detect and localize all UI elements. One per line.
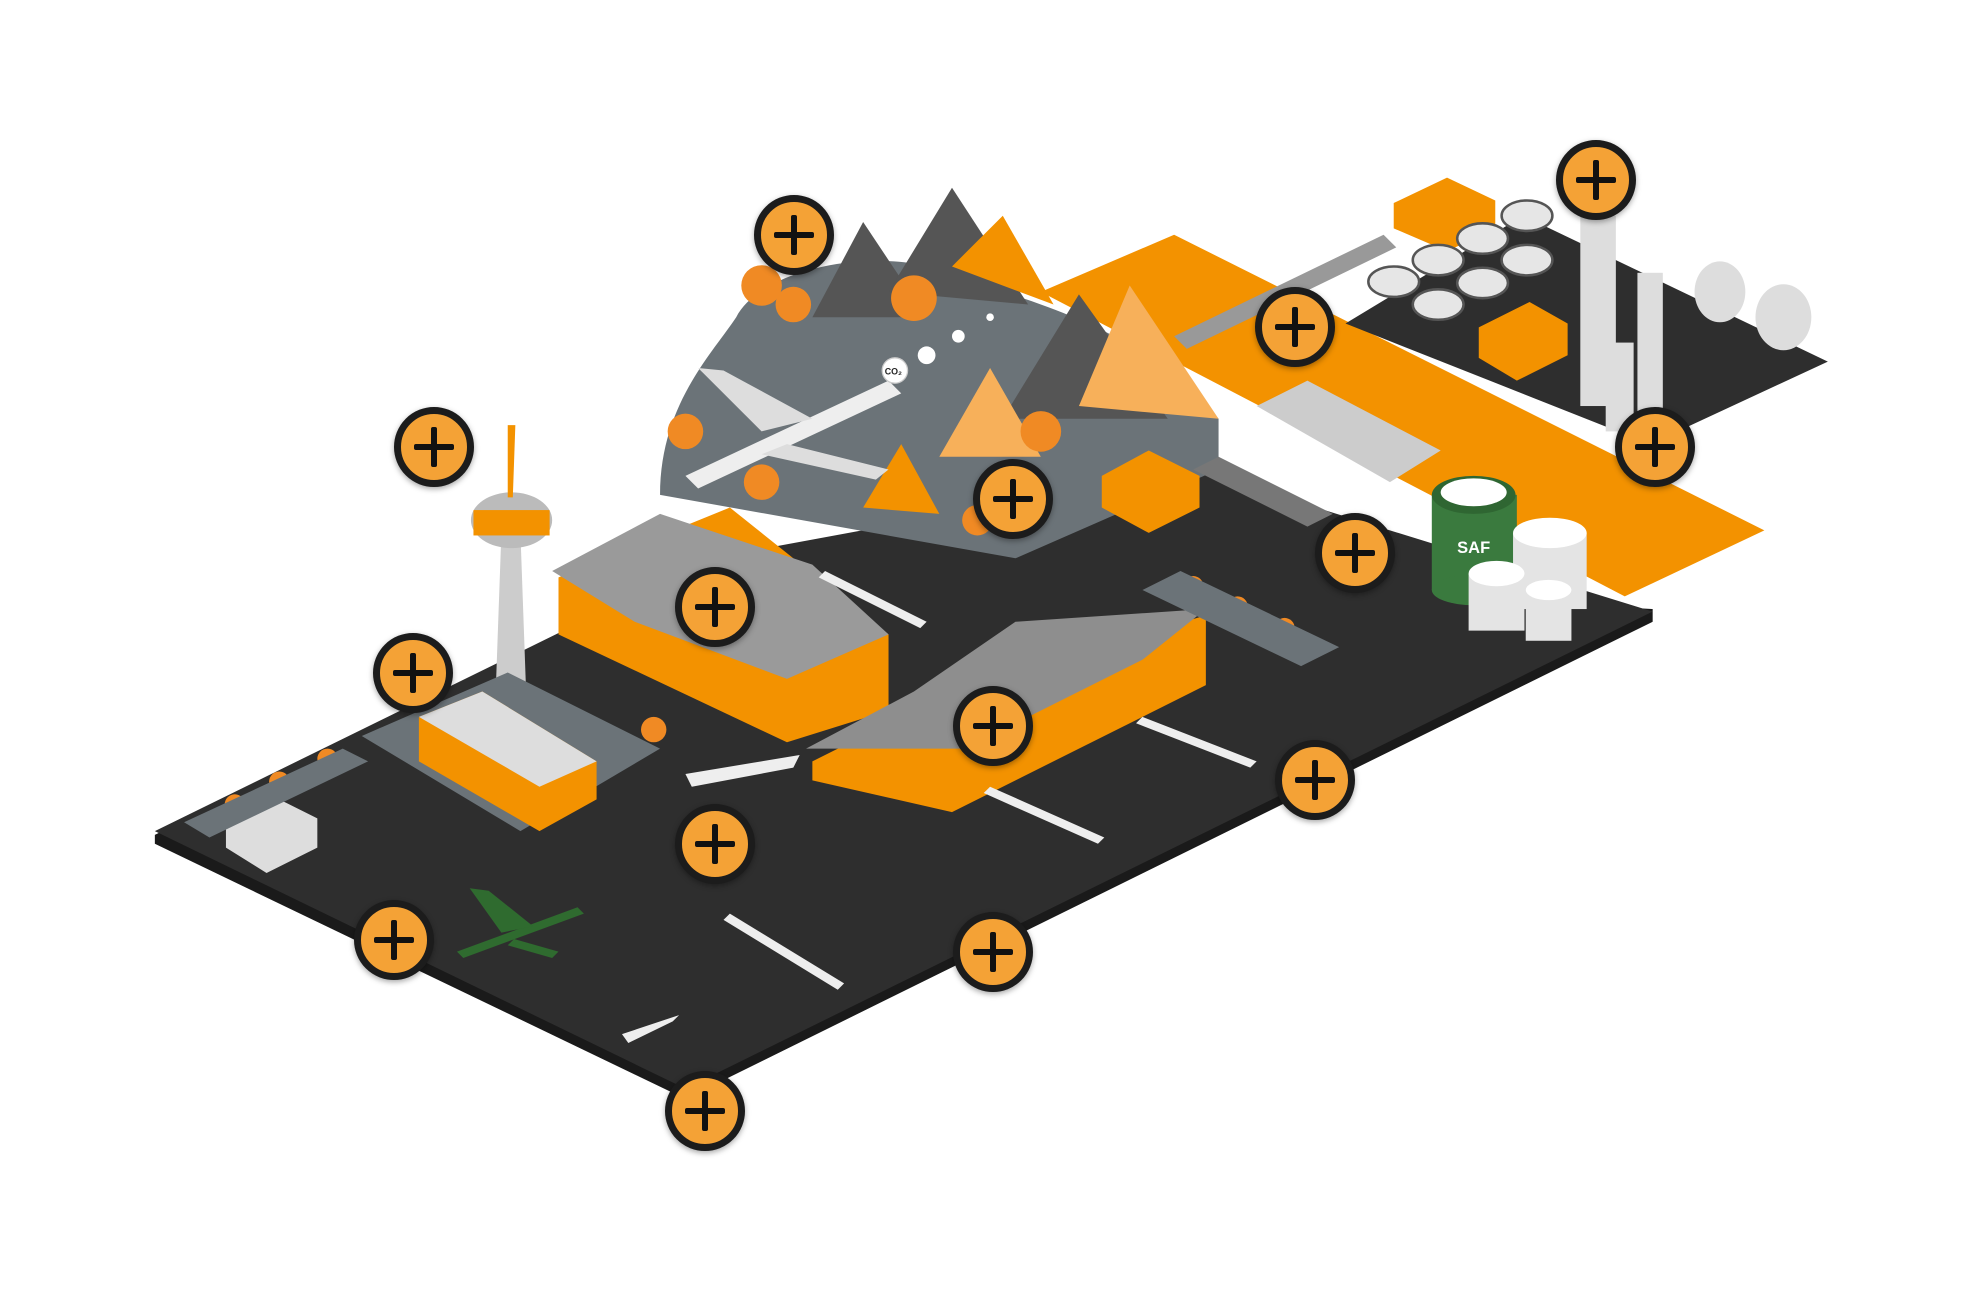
hotspot-taxiway[interactable]	[953, 912, 1033, 992]
flying-airplane	[685, 367, 902, 489]
storage-tanks	[1367, 199, 1554, 322]
plus-icon	[1635, 427, 1675, 467]
hotspot-terminal-1[interactable]	[675, 567, 755, 647]
plus-icon	[414, 427, 454, 467]
train	[1256, 380, 1441, 483]
hotspot-rail-bridge[interactable]	[1255, 287, 1335, 367]
co2-emissions: CO₂	[881, 313, 994, 384]
plus-icon	[973, 932, 1013, 972]
hotspot-mountain-tunnel[interactable]	[973, 459, 1053, 539]
green-hydrogen-airplane	[456, 888, 584, 958]
plus-icon	[685, 1091, 725, 1131]
plus-icon	[1295, 760, 1335, 800]
hotspot-forest[interactable]	[754, 195, 834, 275]
walkway	[1142, 570, 1340, 667]
white-tanks	[1468, 517, 1587, 641]
plus-icon	[1576, 160, 1616, 200]
co2-label: CO₂	[885, 366, 902, 376]
plus-icon	[993, 479, 1033, 519]
parked-airplanes	[621, 570, 1257, 1044]
hotspot-control-tower[interactable]	[394, 407, 474, 487]
hotspot-runway-corner[interactable]	[665, 1071, 745, 1151]
mountain	[1078, 285, 1219, 419]
plus-icon	[774, 215, 814, 255]
hotspot-tower-building[interactable]	[373, 633, 453, 713]
plus-icon	[374, 920, 414, 960]
rail-track	[1193, 456, 1333, 527]
hotspot-terminal-2[interactable]	[953, 686, 1033, 766]
plus-icon	[393, 653, 433, 693]
hotspot-fuel-truck[interactable]	[1315, 513, 1395, 593]
hotspot-refinery-tanks[interactable]	[1615, 407, 1695, 487]
hotspot-apron-east[interactable]	[1275, 740, 1355, 820]
walkway	[184, 748, 369, 838]
plus-icon	[1335, 533, 1375, 573]
mountain	[951, 215, 1054, 305]
control-tower	[470, 425, 553, 711]
hotspot-hydrogen-plane[interactable]	[354, 900, 434, 980]
hotspot-refinery[interactable]	[1556, 140, 1636, 220]
saf-label: SAF	[1457, 539, 1490, 557]
distillation-columns	[1580, 215, 1812, 432]
warehouse	[1101, 450, 1200, 533]
ops-building	[418, 691, 597, 832]
mountain	[939, 367, 1041, 457]
plus-icon	[695, 587, 735, 627]
mountain	[863, 444, 940, 514]
plus-icon	[695, 824, 735, 864]
warehouse	[1478, 301, 1568, 381]
plus-icon	[1275, 307, 1315, 347]
hotspot-gate[interactable]	[675, 804, 755, 884]
plus-icon	[973, 706, 1013, 746]
